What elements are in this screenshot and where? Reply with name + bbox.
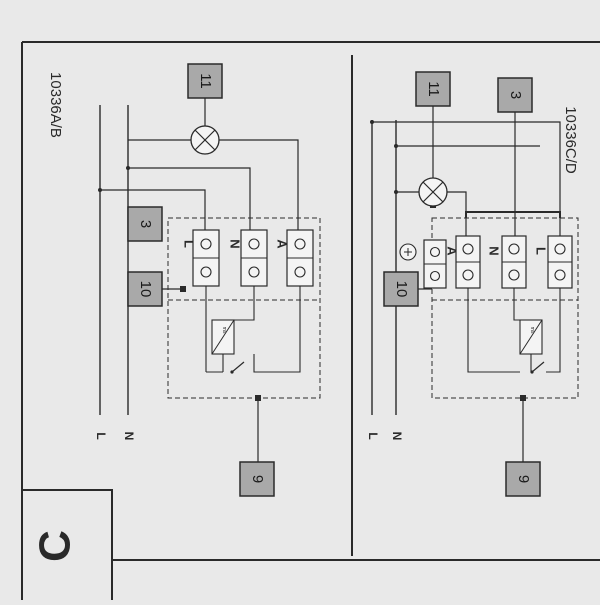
right-terminal-l [547, 235, 573, 289]
left-box-10 [127, 271, 163, 307]
right-wire-bridge [465, 211, 561, 218]
right-box9-dot [520, 395, 526, 401]
left-wire-n-to-n [128, 167, 251, 232]
right-box-11 [415, 71, 451, 107]
right-junction-1 [370, 120, 374, 124]
left-box-11-label: 11 [197, 73, 214, 89]
left-panel: 10336A/B L N 11 3 10 [47, 63, 321, 497]
left-relay-switch [230, 361, 245, 374]
left-terminal-l-label: L [182, 240, 197, 248]
right-junction-2 [394, 144, 398, 148]
left-junction-2 [98, 188, 102, 192]
left-terminal-a-label: A [275, 239, 290, 249]
right-internal-wire [467, 288, 561, 373]
left-box10-dot [180, 286, 186, 292]
right-lamp-icon [418, 177, 448, 207]
right-relay-switch [530, 361, 545, 374]
right-device-outline [431, 217, 579, 399]
left-terminal-n [240, 229, 268, 287]
right-wire-l-to-l [372, 121, 561, 238]
right-wire-lamp-to-a [447, 191, 467, 238]
left-wire-lamp-to-a [219, 139, 299, 232]
right-box-3-label: 3 [507, 91, 524, 99]
left-rail-n-label: N [122, 432, 136, 441]
outer-frame [21, 41, 600, 561]
right-box-11-label: 11 [425, 81, 442, 97]
left-terminal-l [192, 229, 220, 287]
svg-text:ms: ms [529, 327, 535, 334]
earth-icon [399, 243, 417, 261]
left-terminal-n-label: N [228, 239, 243, 248]
left-device-outline [167, 217, 321, 399]
right-terminal-n [501, 235, 527, 289]
panel-letter: C [31, 530, 80, 562]
left-terminal-a [286, 229, 314, 287]
left-junction-1 [126, 166, 130, 170]
left-box-10-label: 10 [137, 281, 154, 298]
left-sensor-symbol: ms [211, 319, 235, 355]
corner-frame [21, 490, 113, 600]
right-junction-3 [394, 190, 398, 194]
right-terminal-earth [423, 239, 447, 289]
svg-text:ms: ms [221, 327, 227, 334]
right-model-label: 10336C/D [562, 106, 579, 174]
right-box-9-label: 9 [515, 475, 532, 483]
left-box-9 [239, 461, 275, 497]
right-panel: 10336C/D L N 11 3 10 [366, 71, 579, 497]
left-box-3-label: 3 [137, 220, 154, 228]
right-rail-n-label: N [390, 432, 404, 441]
left-lamp-icon [190, 125, 220, 155]
right-terminal-n-label: N [487, 246, 502, 255]
right-box-10-label: 10 [393, 281, 410, 298]
right-terminal-a [455, 235, 481, 289]
left-internal-wire [205, 286, 301, 373]
right-rail-l-label: L [366, 432, 380, 439]
left-model-label: 10336A/B [47, 72, 64, 138]
right-terminal-a-label: A [445, 246, 460, 256]
left-box9-dot [255, 395, 261, 401]
right-box-10 [383, 271, 419, 307]
right-terminal-l-label: L [534, 247, 549, 255]
left-rail-l-label: L [94, 432, 108, 439]
right-box-9 [505, 461, 541, 497]
left-box-3 [127, 206, 163, 242]
left-box-9-label: 9 [249, 475, 266, 483]
right-box-3 [497, 77, 533, 113]
right-sensor-symbol: ms [519, 319, 543, 355]
